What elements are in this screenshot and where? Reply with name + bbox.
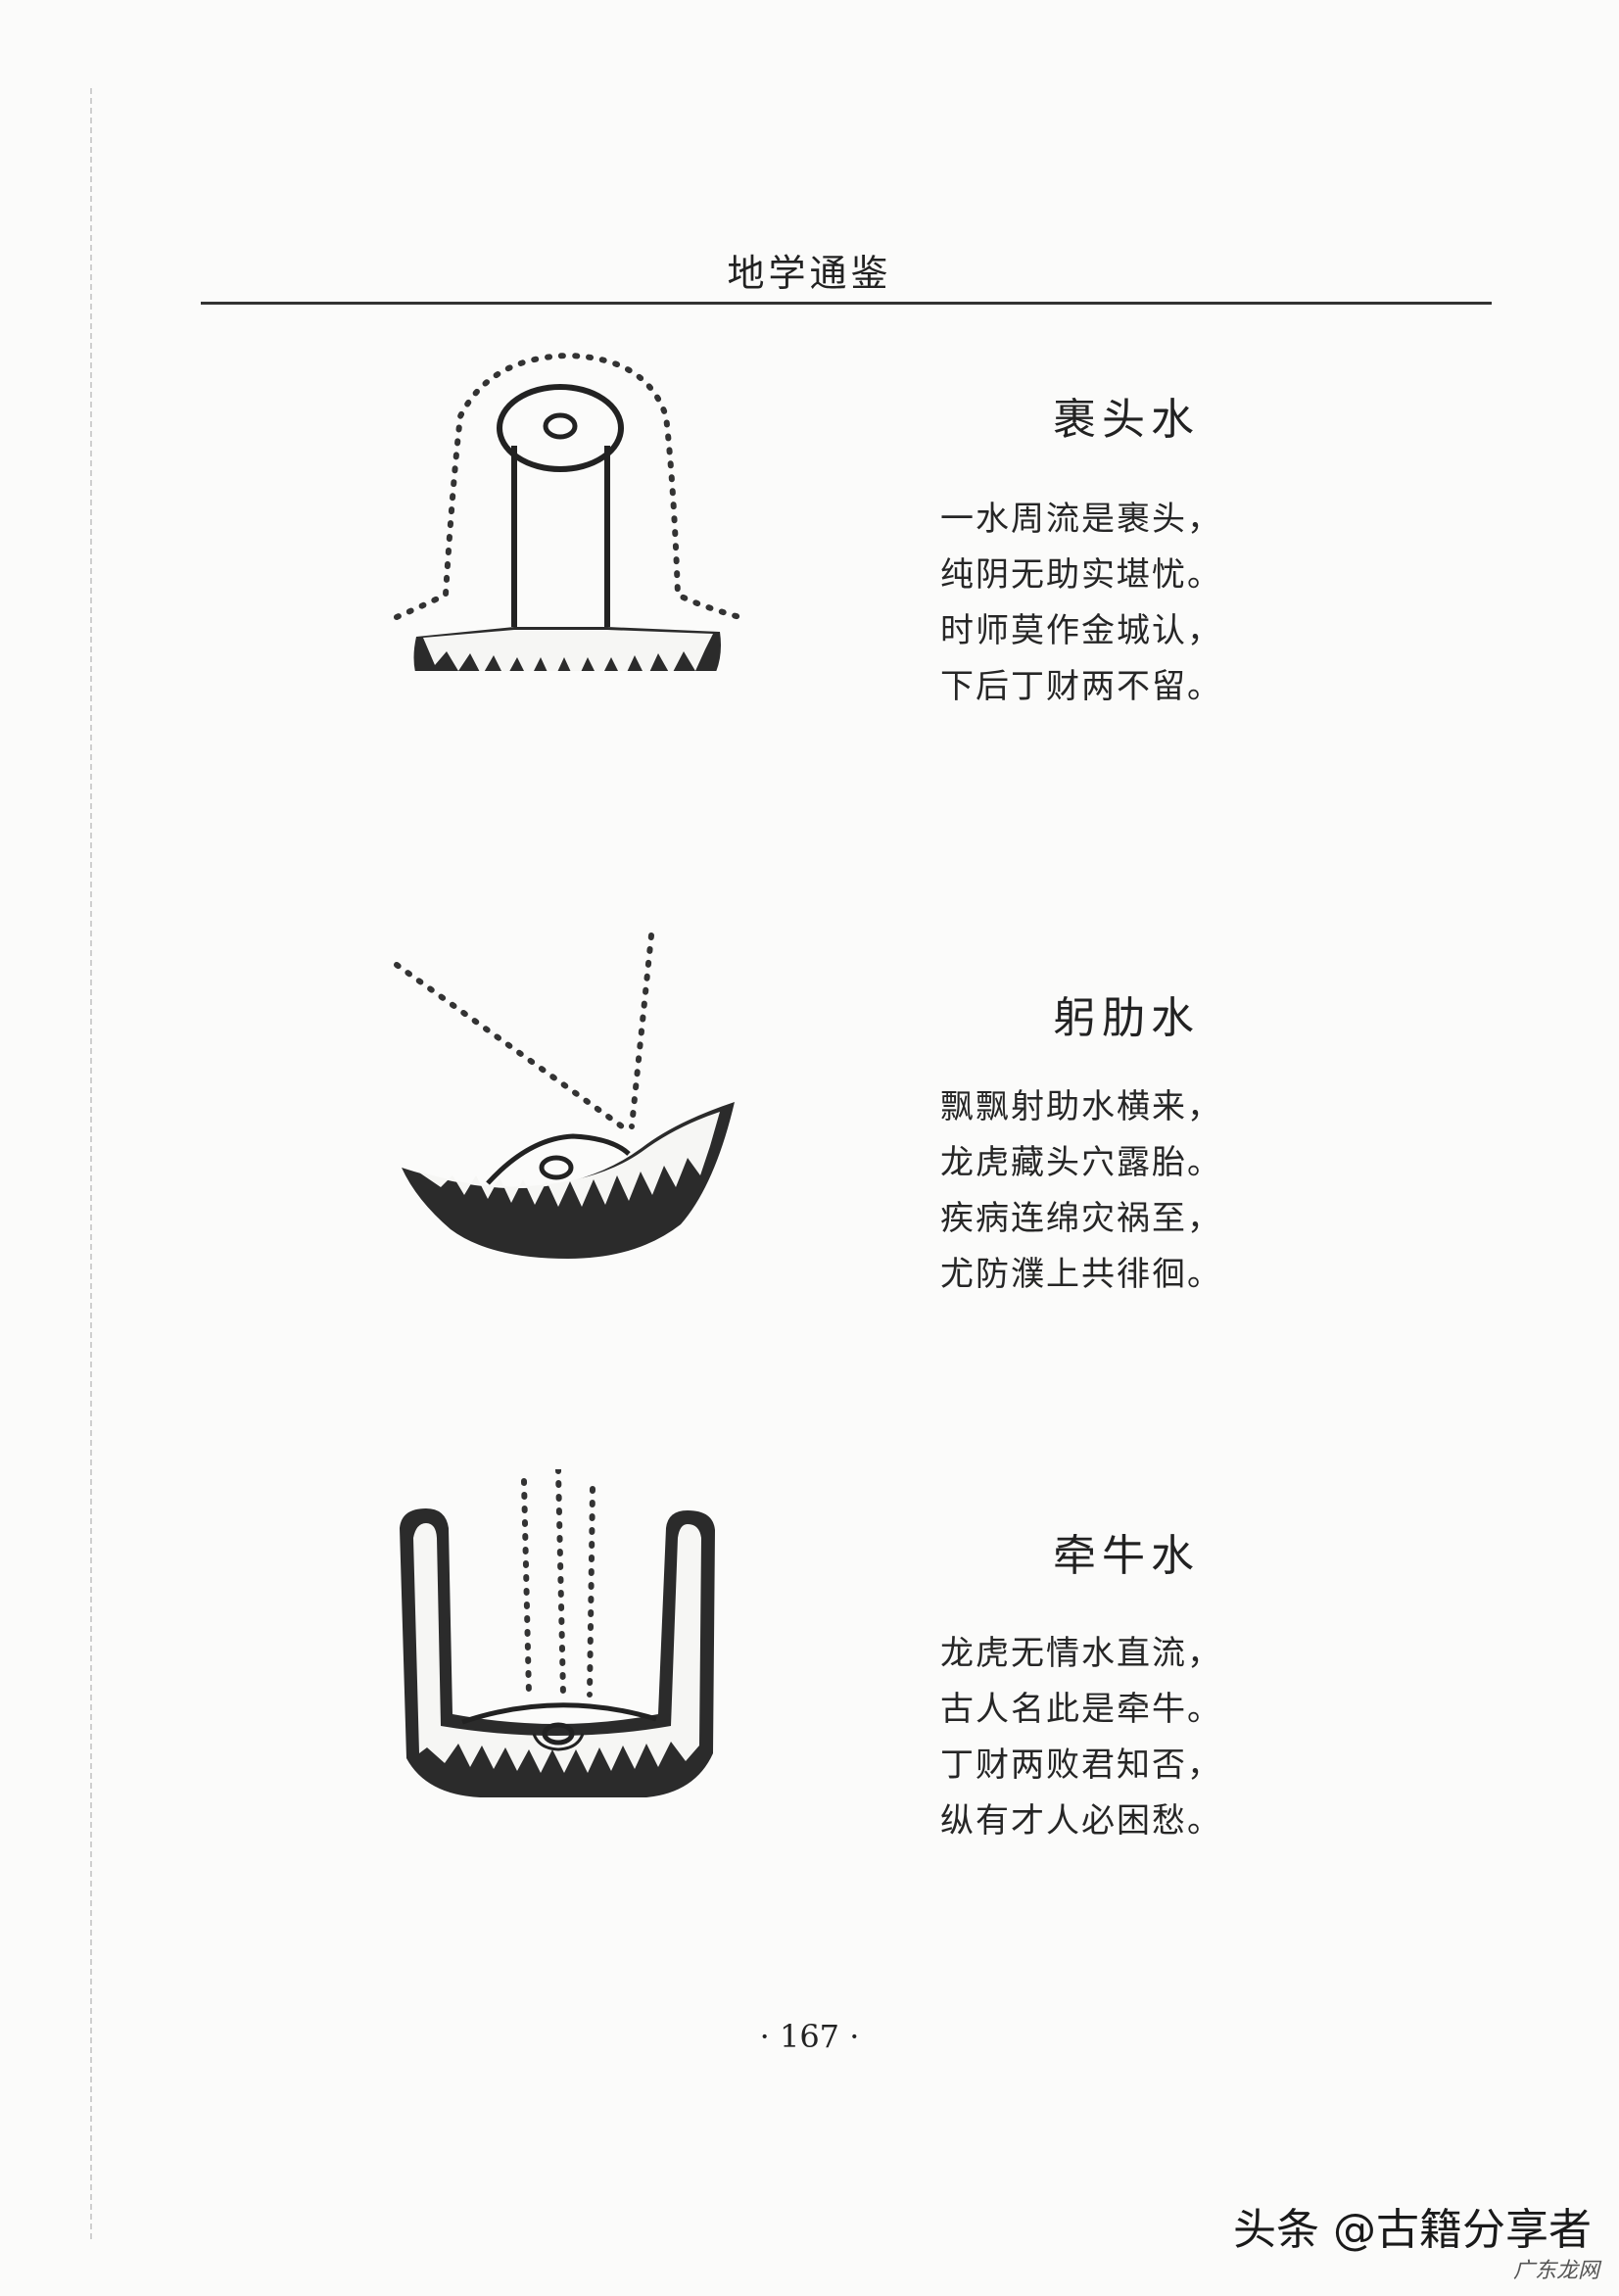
poem-line: 飘飘射助水横来， xyxy=(940,1087,1222,1126)
header-rule xyxy=(201,302,1492,305)
poem-line: 古人名此是牵牛。 xyxy=(940,1690,1222,1729)
poem-line: 疾病连绵灾祸至， xyxy=(940,1199,1222,1238)
running-header-title: 地学通鉴 xyxy=(727,252,892,295)
source-watermark: 头条 @古籍分享者 xyxy=(1233,2205,1592,2255)
section-title: 躬肋水 xyxy=(1053,993,1200,1043)
guotou-water-diagram xyxy=(394,352,742,671)
site-watermark: 广东龙网 xyxy=(1512,2259,1599,2283)
poem-verse: 龙虎无情水直流， 古人名此是牵牛。 丁财两败君知否， 纵有才人必困愁。 xyxy=(940,1626,1293,1849)
poem-line: 纯阴无助实堪忧。 xyxy=(940,555,1222,595)
poem-line: 纵有才人必困愁。 xyxy=(940,1801,1222,1841)
poem-line: 龙虎无情水直流， xyxy=(940,1634,1222,1673)
scan-margin-line xyxy=(90,88,92,2243)
qianniu-water-diagram xyxy=(400,1469,715,1797)
poem-verse: 一水周流是裹头， 纯阴无助实堪忧。 时师莫作金城认， 下后丁财两不留。 xyxy=(940,492,1293,715)
page-number: · 167 · xyxy=(759,2018,860,2055)
section-title: 裹头水 xyxy=(1053,395,1200,445)
poem-line: 时师莫作金城认， xyxy=(940,611,1222,650)
poem-line: 丁财两败君知否， xyxy=(940,1746,1222,1785)
poem-line: 一水周流是裹头， xyxy=(940,500,1222,539)
section-title: 牵牛水 xyxy=(1053,1531,1200,1581)
poem-verse: 飘飘射助水横来， 龙虎藏头穴露胎。 疾病连绵灾祸至， 尤防濮上共徘徊。 xyxy=(940,1079,1293,1303)
poem-line: 龙虎藏头穴露胎。 xyxy=(940,1143,1222,1182)
poem-line: 尤防濮上共徘徊。 xyxy=(940,1255,1222,1294)
gonglei-water-diagram xyxy=(394,933,735,1259)
poem-line: 下后丁财两不留。 xyxy=(940,667,1222,706)
